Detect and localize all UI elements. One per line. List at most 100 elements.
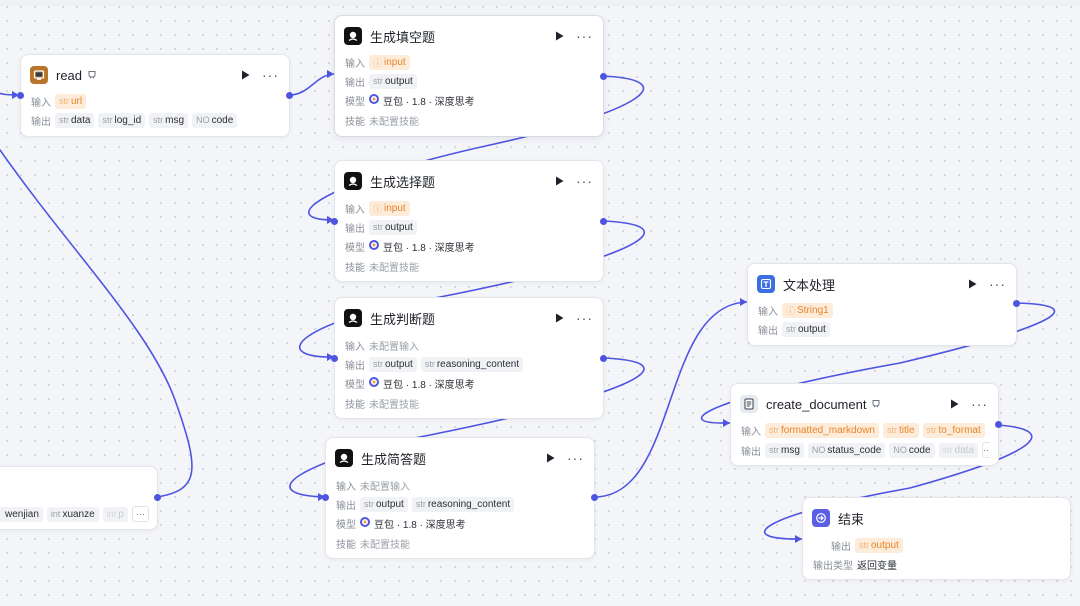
run-icon[interactable] bbox=[965, 277, 979, 291]
node-title: 生成填空题 bbox=[370, 29, 436, 45]
output-tag-wenjian: wenjian bbox=[0, 506, 43, 522]
node-title: read bbox=[56, 67, 83, 83]
output-port[interactable] bbox=[154, 494, 161, 501]
output-label: 输出 bbox=[758, 325, 778, 337]
model-label: 模型 bbox=[345, 96, 365, 108]
input-port[interactable] bbox=[331, 355, 338, 362]
output-label: 输出 bbox=[31, 116, 51, 128]
skill-value: 未配置技能 bbox=[360, 539, 410, 551]
llm-icon bbox=[335, 449, 353, 467]
end-icon bbox=[812, 509, 830, 527]
llm-icon bbox=[344, 27, 362, 45]
input-label: 输入 bbox=[345, 58, 365, 70]
wire-edge-to-partial bbox=[0, 149, 193, 498]
output-port[interactable] bbox=[995, 421, 1002, 428]
more-outputs-button[interactable]: ··· bbox=[982, 442, 990, 458]
input-port[interactable] bbox=[322, 494, 329, 501]
run-icon[interactable] bbox=[543, 451, 557, 465]
skill-value: 未配置技能 bbox=[369, 262, 419, 274]
wire-judge-to-short bbox=[289, 357, 645, 498]
arrowhead-fill bbox=[327, 70, 334, 78]
output-port[interactable] bbox=[1013, 300, 1020, 307]
run-icon[interactable] bbox=[947, 397, 961, 411]
arrowhead-choice bbox=[327, 216, 334, 224]
arrowhead-text bbox=[740, 298, 747, 306]
model-label: 模型 bbox=[345, 242, 365, 254]
more-options-icon[interactable]: ··· bbox=[576, 28, 593, 44]
arrowhead-read bbox=[12, 91, 19, 99]
node-title: 生成判断题 bbox=[370, 311, 436, 327]
input-port[interactable] bbox=[331, 218, 338, 225]
plugin-icon bbox=[30, 66, 48, 84]
document-plugin-icon bbox=[740, 395, 758, 413]
more-options-icon[interactable]: ··· bbox=[262, 67, 279, 83]
more-options-icon[interactable]: ··· bbox=[567, 450, 584, 466]
skill-label: 技能 bbox=[345, 116, 365, 128]
node-title: 生成简答题 bbox=[361, 451, 427, 467]
run-icon[interactable] bbox=[238, 68, 252, 82]
output-port[interactable] bbox=[600, 218, 607, 225]
node-title: 生成选择题 bbox=[370, 174, 436, 190]
output-port[interactable] bbox=[286, 92, 293, 99]
output-label: 输出 bbox=[336, 500, 356, 512]
skill-label: 技能 bbox=[336, 539, 356, 551]
arrowhead-short bbox=[318, 493, 325, 501]
output-type-value: 返回变量 bbox=[857, 560, 897, 572]
more-options-icon[interactable]: ··· bbox=[989, 276, 1006, 292]
output-port[interactable] bbox=[600, 73, 607, 80]
llm-icon bbox=[344, 172, 362, 190]
run-icon[interactable] bbox=[552, 29, 566, 43]
model-value: 豆包 · 1.8 · 深度思考 bbox=[369, 239, 475, 254]
output-label: 输出 bbox=[345, 360, 365, 372]
doubao-model-icon bbox=[369, 239, 379, 253]
output-label: 输出 bbox=[345, 77, 365, 89]
output-label: 输出 bbox=[741, 446, 761, 458]
model-label: 模型 bbox=[336, 519, 356, 531]
run-icon[interactable] bbox=[552, 311, 566, 325]
more-outputs-button[interactable]: ··· bbox=[131, 506, 149, 522]
input-label: 输入 bbox=[345, 341, 365, 353]
run-icon[interactable] bbox=[552, 174, 566, 188]
skill-label: 技能 bbox=[345, 262, 365, 274]
more-options-icon[interactable]: ··· bbox=[576, 173, 593, 189]
wire-choice-to-judge bbox=[299, 220, 645, 358]
output-port[interactable] bbox=[600, 355, 607, 362]
input-label: 输入 bbox=[345, 204, 365, 216]
arrowhead-judge bbox=[327, 353, 334, 361]
plugin-badge-icon bbox=[87, 69, 97, 82]
doubao-model-icon bbox=[369, 93, 379, 107]
model-value: 豆包 · 1.8 · 深度思考 bbox=[369, 93, 475, 108]
model-value: 豆包 · 1.8 · 深度思考 bbox=[360, 516, 466, 531]
more-options-icon[interactable]: ··· bbox=[971, 396, 988, 412]
more-options-icon[interactable]: ··· bbox=[576, 310, 593, 326]
input-port[interactable] bbox=[17, 92, 24, 99]
skill-label: 技能 bbox=[345, 399, 365, 411]
output-port[interactable] bbox=[591, 494, 598, 501]
doubao-model-icon bbox=[369, 376, 379, 390]
